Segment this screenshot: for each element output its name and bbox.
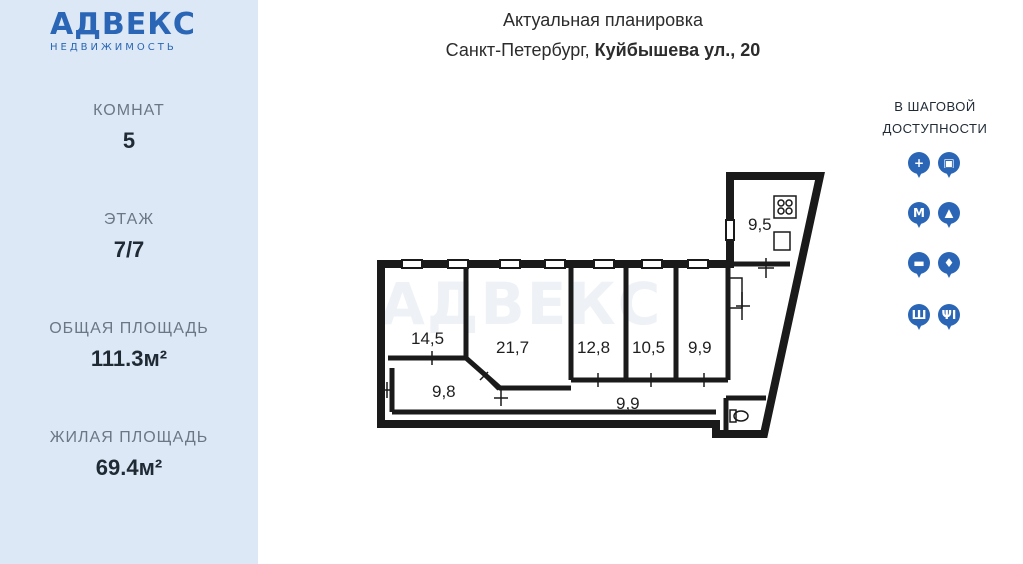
hospital-icon[interactable]: + <box>908 152 930 178</box>
stat-living-area-value: 69.4м² <box>95 455 163 480</box>
sidebar: АДВЕКС НЕДВИЖИМОСТЬ КОМНАТ 5 ЭТАЖ 7/7 ОБ… <box>0 0 258 564</box>
address-street: Куйбышева ул., 20 <box>594 40 761 60</box>
logo-name: АДВЕКС <box>50 7 196 42</box>
walking-title-line2: ДОСТУПНОСТИ <box>882 121 988 136</box>
metro-icon[interactable]: M <box>908 202 930 228</box>
kitchen-appliances <box>773 195 797 251</box>
room-1-area: 14,5 <box>411 329 444 348</box>
company-logo[interactable]: АДВЕКС НЕДВИЖИМОСТЬ <box>50 7 220 54</box>
plan-address: Санкт-Петербург, Куйбышева ул., 20 <box>258 40 948 61</box>
stat-total-area-value: 111.3м² <box>90 346 168 371</box>
shopping-icon[interactable]: ▬ <box>908 252 930 278</box>
restaurant-icon[interactable]: ΨΙ <box>938 304 960 330</box>
stat-living-area: ЖИЛАЯ ПЛОЩАДЬ 69.4м² <box>0 429 258 481</box>
hall-area: 9,8 <box>432 382 456 401</box>
bus-icon[interactable]: ▣ <box>938 152 960 178</box>
logo-subtitle: НЕДВИЖИМОСТЬ <box>50 42 177 53</box>
fitness-icon[interactable]: ♦ <box>938 252 960 278</box>
room-kitchen-area: 9,5 <box>748 215 772 234</box>
museum-icon[interactable]: Ш <box>908 304 930 330</box>
walking-title-line1: В ШАГОВОЙ <box>894 99 976 114</box>
stat-floor-label: ЭТАЖ <box>103 211 155 228</box>
windows <box>401 219 735 269</box>
stat-floor: ЭТАЖ 7/7 <box>0 211 258 263</box>
stat-living-area-label: ЖИЛАЯ ПЛОЩАДЬ <box>49 429 209 446</box>
room-5-area: 9,9 <box>688 338 712 357</box>
stat-floor-value: 7/7 <box>113 237 145 262</box>
plan-title: Актуальная планировка <box>502 10 704 30</box>
logo-watermark: АДВЕКС <box>380 270 663 338</box>
stat-rooms-label: КОМНАТ <box>93 102 165 119</box>
stat-rooms: КОМНАТ 5 <box>0 102 258 154</box>
bathroom-fixtures <box>727 277 749 423</box>
stat-total-area-label: ОБЩАЯ ПЛОЩАДЬ <box>49 320 209 337</box>
stat-rooms-value: 5 <box>122 128 136 153</box>
room-2-area: 21,7 <box>496 338 529 357</box>
school-icon[interactable]: ▲ <box>938 202 960 228</box>
room-4-area: 10,5 <box>632 338 665 357</box>
stat-total-area: ОБЩАЯ ПЛОЩАДЬ 111.3м² <box>0 320 258 372</box>
room-3-area: 12,8 <box>577 338 610 357</box>
address-city: Санкт-Петербург, <box>445 40 590 60</box>
corridor-area: 9,9 <box>616 394 640 413</box>
walking-distance-title: В ШАГОВОЙ ДОСТУПНОСТИ <box>860 96 1010 140</box>
